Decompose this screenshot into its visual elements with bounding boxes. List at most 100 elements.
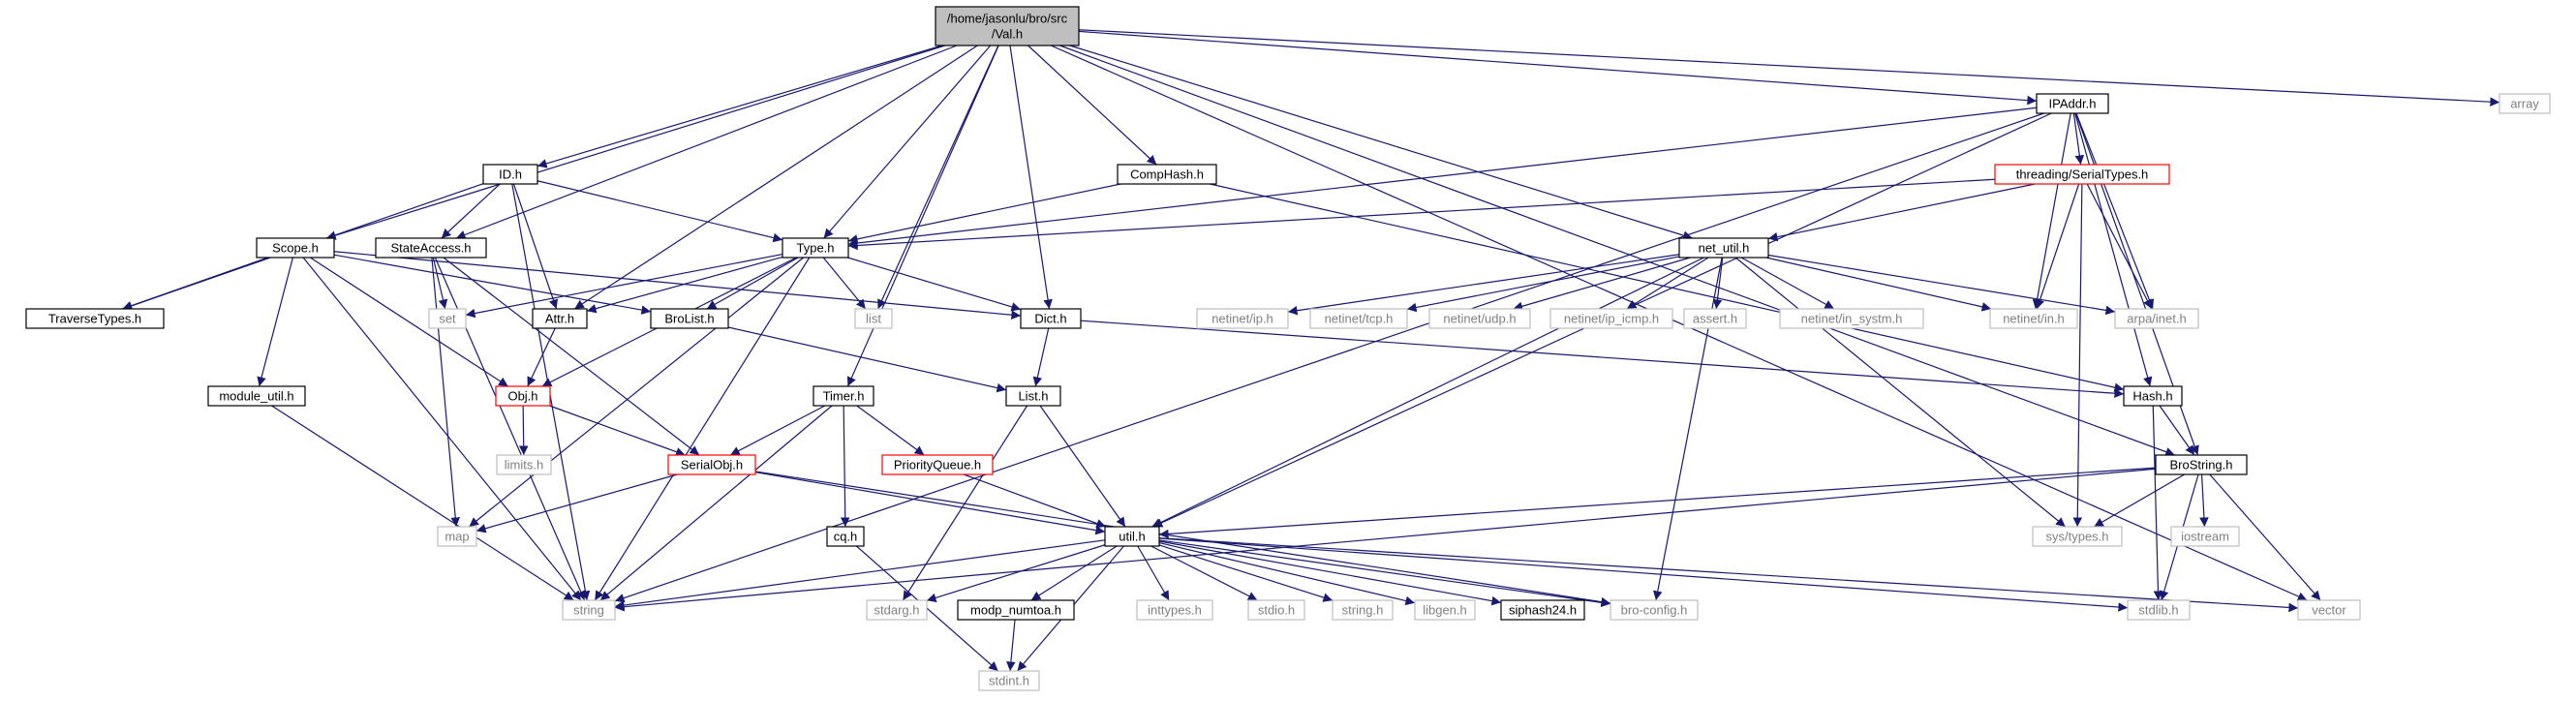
- node-box: [1683, 308, 1747, 329]
- node-box: [496, 454, 552, 475]
- edge-typeh-to-set: [465, 253, 783, 319]
- edge-stateaccess-to-set: [432, 257, 448, 310]
- node-box: [1005, 385, 1061, 407]
- edge-val-to-array: [1078, 29, 2500, 107]
- node-util[interactable]: util.h: [1104, 526, 1160, 547]
- node-box: [532, 308, 588, 329]
- edge-scope-to-traversetypes: [122, 257, 268, 311]
- node-cq[interactable]: cq.h: [826, 526, 865, 547]
- edge-netutil-to-in_systm: [1740, 257, 1835, 310]
- node-assert: assert.h: [1683, 308, 1747, 329]
- node-systypes: sys/types.h: [2032, 526, 2123, 547]
- node-box: [650, 308, 729, 329]
- edge-stateaccess-to-serialobj: [443, 257, 700, 456]
- edge-ipaddr-to-string: [614, 112, 2044, 603]
- edge-val-to-idh: [537, 45, 943, 168]
- node-list: list: [854, 308, 893, 329]
- node-broconfig: bro-config.h: [1610, 599, 1699, 621]
- node-box: [2032, 526, 2123, 547]
- node-label: stdlib.h: [2138, 603, 2178, 618]
- node-vector: vector: [2297, 599, 2361, 621]
- edge-util-to-libgen: [1158, 542, 1416, 606]
- node-label: PriorityQueue.h: [894, 458, 981, 472]
- node-box: [2123, 385, 2183, 407]
- node-ipaddr[interactable]: IPAddr.h: [2036, 93, 2109, 114]
- edge-serialtypes-to-arpa_inet: [2086, 183, 2153, 310]
- edge-timer-to-serialobj: [729, 405, 826, 456]
- edge-val-to-vector: [1051, 45, 2308, 601]
- node-label: SerialObj.h: [681, 458, 743, 472]
- node-typeh[interactable]: Type.h: [782, 237, 849, 259]
- node-label: util.h: [1119, 530, 1145, 544]
- node-attr[interactable]: Attr.h: [532, 308, 588, 329]
- edge-idh-to-stateaccess: [441, 183, 501, 239]
- node-box: [495, 385, 551, 407]
- node-label: BroList.h: [664, 312, 714, 326]
- node-comphash[interactable]: CompHash.h: [1117, 164, 1217, 185]
- node-box: [2114, 308, 2199, 329]
- node-traversetypes[interactable]: TraverseTypes.h: [25, 308, 165, 329]
- node-idh[interactable]: ID.h: [482, 164, 538, 185]
- nodes-layer: /home/jasonlu/bro/src/Val.h array IPAddr.h…: [25, 6, 2551, 691]
- node-pqueue[interactable]: PriorityQueue.h: [881, 454, 994, 475]
- edge-dict-to-hash: [1080, 320, 2125, 399]
- edge-listh-to-stdarg: [902, 405, 1028, 601]
- edge-val-to-timer: [846, 45, 999, 387]
- node-scope[interactable]: Scope.h: [256, 237, 335, 259]
- edge-stateaccess-to-map: [431, 257, 461, 528]
- edge-timer-to-pqueue: [856, 405, 925, 456]
- node-listh[interactable]: List.h: [1005, 385, 1061, 407]
- node-label: ID.h: [499, 168, 522, 182]
- node-label: net_util.h: [1699, 241, 1750, 256]
- edge-util-to-stdlib: [1158, 537, 2129, 612]
- node-modp[interactable]: modp_numtoa.h: [957, 599, 1075, 621]
- node-brostring[interactable]: BroString.h: [2155, 454, 2248, 475]
- node-label: stdint.h: [989, 674, 1029, 688]
- node-map: map: [437, 526, 477, 547]
- edge-util-to-inttypes: [1137, 545, 1170, 601]
- node-label: bro-config.h: [1621, 603, 1688, 618]
- node-dict[interactable]: Dict.h: [1020, 308, 1082, 329]
- node-label: set: [439, 312, 456, 326]
- node-box: [437, 526, 477, 547]
- edge-util-to-stdio: [1150, 545, 1258, 601]
- edge-brostring-to-util: [1158, 467, 2157, 539]
- node-module_util[interactable]: module_util.h: [207, 385, 306, 407]
- node-box: [482, 164, 538, 185]
- node-label: netinet/tcp.h: [1325, 312, 1394, 326]
- node-obj[interactable]: Obj.h: [495, 385, 551, 407]
- node-hash[interactable]: Hash.h: [2123, 385, 2183, 407]
- node-netutil[interactable]: net_util.h: [1678, 237, 1769, 259]
- edge-comphash-to-typeh: [847, 183, 1121, 244]
- node-label: Type.h: [796, 241, 834, 256]
- edge-obj-to-serialobj: [549, 405, 686, 457]
- node-brolist[interactable]: BroList.h: [650, 308, 729, 329]
- node-label: List.h: [1018, 389, 1048, 404]
- edge-dict-to-listh: [1032, 327, 1050, 387]
- node-serialtypes[interactable]: threading/SerialTypes.h: [1994, 164, 2170, 185]
- node-label: iostream: [2181, 530, 2229, 544]
- edge-val-to-netutil: [1069, 45, 1693, 240]
- edge-serialtypes-to-typeh: [847, 178, 1996, 251]
- node-stateaccess[interactable]: StateAccess.h: [375, 237, 487, 259]
- node-timer[interactable]: Timer.h: [813, 385, 874, 407]
- node-label: string: [573, 603, 604, 618]
- node-label: array: [2510, 97, 2539, 111]
- node-label: string.h: [1342, 603, 1384, 618]
- edge-typeh-to-dict: [847, 257, 1022, 312]
- node-val[interactable]: /home/jasonlu/bro/src/Val.h: [935, 6, 1080, 46]
- node-iostream: iostream: [2170, 526, 2240, 547]
- edge-typeh-to-list: [822, 257, 867, 310]
- node-serialobj[interactable]: SerialObj.h: [667, 454, 756, 475]
- node-label: netinet/in_systm.h: [1801, 312, 1903, 326]
- edge-val-to-brostring: [1059, 45, 2175, 457]
- edge-scope-to-dict: [333, 251, 1022, 320]
- edge-util-to-string: [614, 539, 1106, 610]
- edge-ipaddr-to-netinet_in: [2032, 112, 2071, 310]
- node-box: [256, 237, 335, 259]
- node-stdlib: stdlib.h: [2127, 599, 2191, 621]
- edge-netutil-to-systypes: [1734, 257, 2067, 528]
- node-siphash[interactable]: siphash24.h: [1500, 599, 1585, 621]
- node-box: [1678, 237, 1769, 259]
